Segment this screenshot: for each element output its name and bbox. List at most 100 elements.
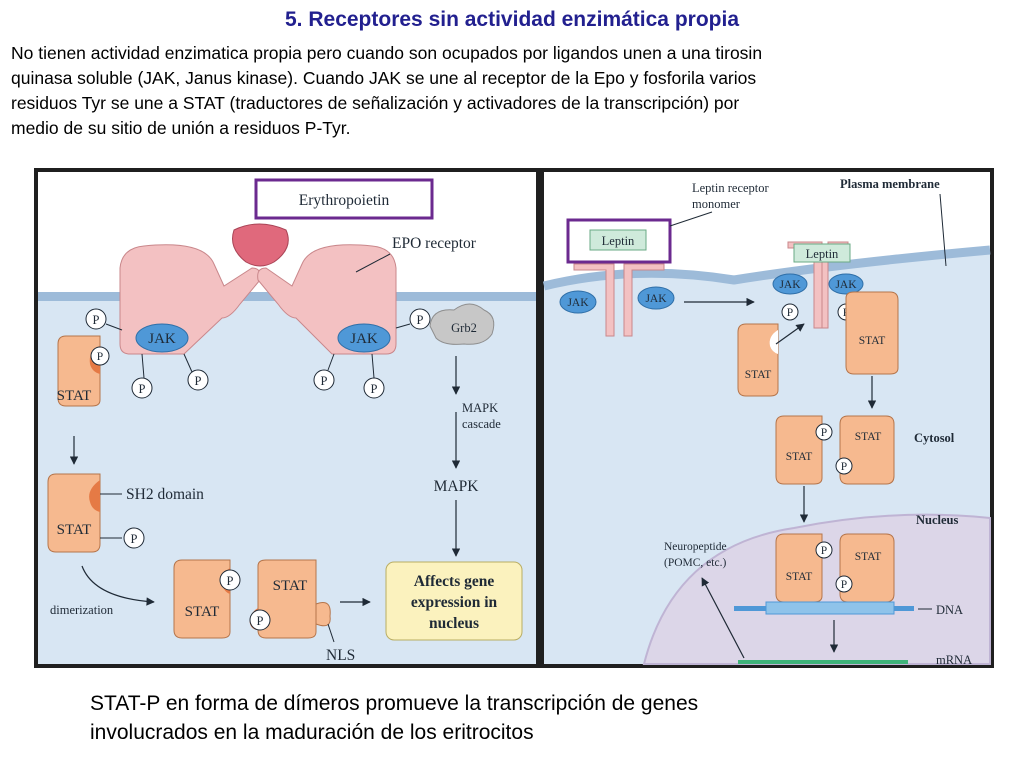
leptin-receptor-label: Leptin receptor bbox=[692, 181, 770, 195]
nucleus-label: Nucleus bbox=[916, 513, 959, 527]
jak-label: JAK bbox=[779, 279, 801, 291]
phosphate-label: P bbox=[321, 374, 328, 388]
phosphate-group bbox=[249, 609, 271, 631]
grb2-adaptor bbox=[429, 303, 495, 345]
phosphate-label: P bbox=[841, 579, 847, 591]
jak-label: JAK bbox=[350, 331, 378, 347]
stat-dimer-subunit bbox=[257, 559, 317, 639]
intro-line: medio de su sitio de unión a residuos P-… bbox=[11, 118, 351, 138]
dimerization-label: dimerization bbox=[50, 603, 114, 617]
jak-label: JAK bbox=[148, 331, 176, 347]
stat-dimer-subunit bbox=[839, 415, 895, 485]
phosphate-group bbox=[187, 369, 209, 391]
erythropoietin-hormone bbox=[232, 223, 289, 267]
jak-label: JAK bbox=[835, 279, 857, 291]
mapk-label: MAPK bbox=[434, 478, 480, 495]
gene-expression-label: nucleus bbox=[429, 615, 479, 632]
phosphate-group bbox=[363, 377, 385, 399]
cytosol-label: Cytosol bbox=[914, 431, 955, 445]
caption: STAT-P en forma de dímeros promueve la t… bbox=[90, 689, 990, 747]
nls-label: NLS bbox=[326, 647, 355, 664]
gene-expression-label: expression in bbox=[411, 594, 498, 611]
phosphate-group bbox=[85, 308, 107, 330]
jak-kinase bbox=[559, 290, 597, 314]
jak-kinase bbox=[772, 273, 808, 295]
intro-line: residuos Tyr se une a STAT (traductores … bbox=[11, 93, 740, 113]
stat-label: STAT bbox=[57, 388, 92, 404]
jak-label: JAK bbox=[645, 293, 667, 305]
stat-dimer-subunit bbox=[775, 415, 823, 485]
phosphate-group bbox=[90, 346, 110, 366]
stat-label: STAT bbox=[855, 551, 882, 563]
leptin-label: Leptin bbox=[602, 234, 635, 248]
sh2-domain-label: SH2 domain bbox=[126, 486, 204, 503]
stat-label: STAT bbox=[855, 431, 882, 443]
stat-dimer-subunit bbox=[173, 559, 231, 639]
leptin-receptor-monomer bbox=[573, 263, 615, 337]
plasma-membrane-label: Plasma membrane bbox=[840, 177, 940, 191]
epo-receptor-label: EPO receptor bbox=[392, 235, 477, 252]
leptin-receptor-monomer bbox=[623, 263, 665, 337]
sh2-pocket bbox=[89, 480, 100, 512]
phosphate-group bbox=[835, 575, 853, 593]
stat-dimer-subunit bbox=[839, 533, 895, 603]
gene-expression-box bbox=[385, 561, 523, 641]
phosphate-group bbox=[781, 303, 799, 321]
jak-kinase-right bbox=[337, 323, 391, 353]
stat-protein bbox=[47, 473, 101, 553]
stat-protein bbox=[737, 323, 779, 397]
stat-dimer-subunit bbox=[775, 533, 823, 603]
phosphate-label: P bbox=[821, 427, 827, 439]
intro-paragraph: No tienen actividad enzimatica propia pe… bbox=[11, 41, 1016, 141]
phosphate-label: P bbox=[841, 461, 847, 473]
phosphate-label: P bbox=[227, 574, 234, 588]
phosphate-group bbox=[313, 369, 335, 391]
stat-label: STAT bbox=[57, 522, 92, 538]
phosphate-group bbox=[131, 377, 153, 399]
phosphate-group bbox=[815, 423, 833, 441]
phosphate-group bbox=[123, 527, 145, 549]
leptin-hormone bbox=[793, 243, 851, 263]
phosphate-label: P bbox=[139, 382, 146, 396]
signaling-figure: Erythropoietin EPO receptor JAK JAK P P … bbox=[34, 168, 994, 668]
stat-label: STAT bbox=[273, 578, 308, 594]
dna-promoter bbox=[765, 601, 895, 615]
epo-pathway-panel: Erythropoietin EPO receptor JAK JAK P P … bbox=[34, 168, 540, 668]
phosphate-label: P bbox=[195, 374, 202, 388]
stat-label: STAT bbox=[859, 335, 886, 347]
stat-protein bbox=[845, 291, 899, 375]
jak-kinase bbox=[637, 286, 675, 310]
grb2-label: Grb2 bbox=[451, 321, 477, 335]
phosphate-label: P bbox=[417, 313, 424, 327]
erythropoietin-label: Erythropoietin bbox=[299, 192, 390, 209]
intro-line: quinasa soluble (JAK, Janus kinase). Cua… bbox=[11, 68, 757, 88]
phosphate-group bbox=[835, 457, 853, 475]
jak-kinase-left bbox=[135, 323, 189, 353]
leptin-receptor-label: monomer bbox=[692, 197, 741, 211]
leptin-hormone bbox=[589, 229, 647, 251]
leptin-label: Leptin bbox=[806, 247, 839, 261]
stat-label: STAT bbox=[745, 369, 772, 381]
dna-label: DNA bbox=[936, 603, 963, 617]
gene-expression-label: Affects gene bbox=[414, 573, 495, 590]
phosphate-label: P bbox=[97, 351, 103, 363]
mrna-label: mRNA bbox=[936, 653, 972, 667]
jak-label: JAK bbox=[567, 297, 589, 309]
caption-line: STAT-P en forma de dímeros promueve la t… bbox=[90, 692, 699, 715]
mapk-cascade-label: cascade bbox=[462, 417, 501, 431]
intro-line: No tienen actividad enzimatica propia pe… bbox=[11, 43, 763, 63]
phosphate-group bbox=[409, 308, 431, 330]
stat-label: STAT bbox=[786, 571, 813, 583]
mapk-cascade-label: MAPK bbox=[462, 401, 498, 415]
jak-kinase bbox=[828, 273, 864, 295]
leptin-pathway-panel: Leptin receptor monomer Plasma membrane … bbox=[540, 168, 994, 668]
phosphate-label: P bbox=[131, 532, 138, 546]
phosphate-group bbox=[219, 569, 241, 591]
phosphate-label: P bbox=[787, 307, 793, 319]
phosphate-label: P bbox=[257, 614, 264, 628]
phosphate-group bbox=[815, 541, 833, 559]
phosphate-label: P bbox=[821, 545, 827, 557]
caption-line: involucrados en la maduración de los eri… bbox=[90, 721, 534, 744]
neuropeptide-label: (POMC, etc.) bbox=[664, 557, 726, 569]
phosphate-label: P bbox=[371, 382, 378, 396]
